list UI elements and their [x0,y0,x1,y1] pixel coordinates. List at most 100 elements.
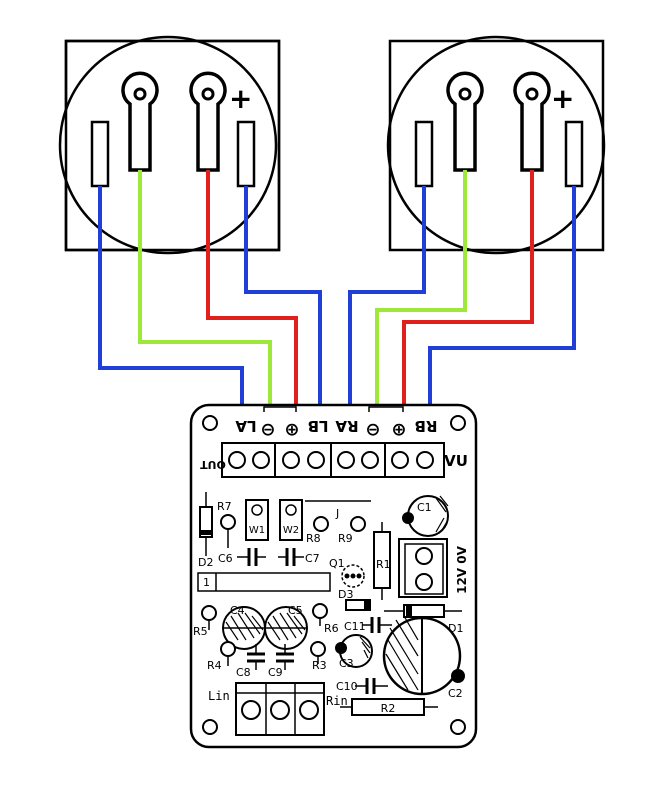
right-meter-tab-outer-right [564,120,584,188]
label-ra: RA [335,417,359,435]
label-c11: C11 [344,620,366,633]
vu-label: VU [444,452,468,470]
label-c6: C6 [218,552,233,565]
bracket-left [263,406,297,412]
capacitor-c9 [276,644,294,670]
label-r6: R6 [324,622,339,635]
wire-left-green [138,170,272,404]
label-d2: D2 [198,556,213,569]
resistor-r3 [310,641,326,657]
label-j: J [335,507,339,520]
header-row [197,572,331,592]
left-meter-tab-outer-right [236,120,256,188]
label-r3: R3 [312,659,327,672]
trimmer-w1: W1 [245,499,269,541]
mount-hole-top-right [450,415,466,431]
diode-d2 [199,492,213,556]
left-meter-lug-negative [121,71,159,172]
wire-left-blue-outer [98,186,244,404]
label-c1: C1 [417,501,432,514]
label-r2: R2 [381,702,396,715]
pin1-label: 1 [203,576,210,589]
label-c9: C9 [268,666,283,679]
mount-hole-bottom-right [450,719,466,735]
resistor-r2: R2 [340,698,438,716]
label-c5: C5 [288,604,303,617]
wire-left-blue-inner [244,186,322,404]
resistor-r8 [313,516,329,532]
wires [98,170,576,404]
label-w1: W1 [249,525,265,536]
label-c3: C3 [339,657,354,670]
capacitor-c1 [402,495,449,537]
label-c4: C4 [230,604,245,617]
left-meter-plus-label: + [229,82,252,115]
wire-right-blue-inner [428,186,576,404]
wire-right-blue-outer [348,186,426,404]
right-meter-plus-label: + [551,82,574,115]
wire-left-red [206,170,298,404]
label-rb: RB [415,417,438,435]
capacitor-c11 [362,617,392,633]
label-plus-left: ⊕ [284,419,299,440]
trimmer-w2: W2 [279,499,303,541]
label-d3: D3 [338,588,353,601]
terminal-labels: LA ⊖ ⊕ LB RA ⊖ ⊕ RB [235,417,437,440]
label-r9: R9 [338,532,353,545]
left-meter-frame-top [64,39,281,252]
label-lb: LB [308,417,329,435]
lin-label: Lin [208,689,230,703]
power-label: 12V 0V [455,545,469,594]
label-c2: C2 [448,687,463,700]
label-la: LA [235,417,257,435]
capacitor-c3 [335,634,373,668]
label-r7: R7 [217,500,232,513]
mount-hole-top-left [202,415,218,431]
resistor-r6 [312,603,328,619]
resistor-r4 [220,641,236,657]
bracket-right [368,406,404,412]
label-minus-left: ⊖ [260,419,275,440]
label-r8: R8 [306,532,321,545]
wire-right-green [375,170,467,404]
transistor-q1 [341,564,365,588]
label-q1: Q1 [329,557,345,570]
label-c8: C8 [236,666,251,679]
capacitor-c2 [382,615,465,696]
right-meter-frame [388,39,605,252]
left-meter-lug-positive [189,71,227,172]
wire-right-red [402,170,534,404]
right-meter-tab-outer-left [414,120,434,188]
capacitor-c6 [237,548,266,566]
right-vu-meter: + [386,35,606,255]
diode-d3 [345,599,371,611]
pcb-board: LA ⊖ ⊕ LB RA ⊖ ⊕ RB OUT VU [189,403,478,749]
input-terminal-block [235,682,325,736]
capacitor-c7 [278,548,304,566]
label-r4: R4 [207,659,222,672]
label-r5: R5 [193,625,208,638]
resistor-r9 [350,516,366,532]
label-c7: C7 [305,552,320,565]
capacitor-c8 [247,644,265,670]
label-c10: C10 [336,680,358,693]
right-meter-lug-negative [446,71,484,172]
output-terminal-block [221,442,445,478]
resistor-r5 [201,605,217,621]
label-plus-right: ⊕ [391,419,406,440]
out-label: OUT [200,458,226,471]
left-vu-meter: + [58,35,281,255]
resistor-r7 [220,514,236,548]
mount-hole-bottom-left [202,719,218,735]
power-terminal-block [398,538,448,598]
label-minus-right: ⊖ [365,419,380,440]
capacitor-c5 [264,606,308,650]
label-w2: W2 [283,525,299,536]
label-r1: R1 [376,558,391,571]
capacitor-c10 [355,678,388,694]
left-meter-tab-outer-left [90,120,110,188]
right-meter-lug-positive [513,71,551,172]
resistor-r1: R1 [373,522,391,600]
rin-label: Rin [326,694,348,708]
